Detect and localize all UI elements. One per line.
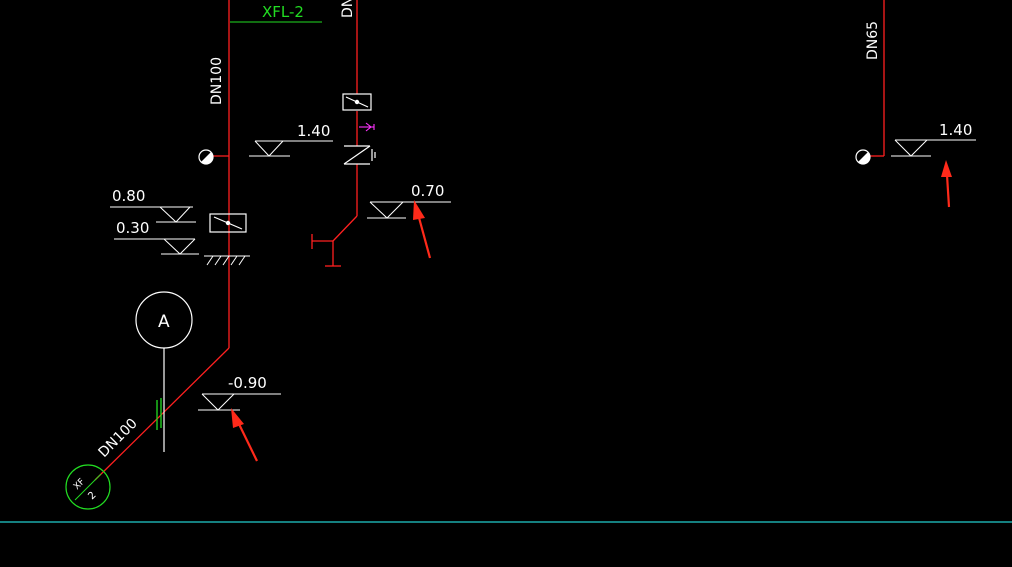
reference-circle-a-label: A	[158, 312, 170, 332]
elevation-marker-left-valve-b	[114, 238, 199, 255]
check-valve-icon[interactable]	[343, 145, 376, 165]
elevation-marker-center	[367, 201, 451, 219]
gate-valve-icon[interactable]	[209, 213, 247, 233]
left-riser-pipe[interactable]	[94, 0, 230, 481]
elevation-left-valve-b: 0.30	[116, 219, 149, 237]
globe-valve-icon[interactable]	[342, 93, 372, 111]
dn-left-label: DN100	[209, 57, 225, 105]
callout-arrow-center	[413, 200, 432, 259]
callout-arrow-right	[941, 160, 952, 208]
callout-arrow-bottom	[231, 408, 258, 462]
dn-right-label: DN65	[865, 21, 881, 60]
center-riser-pipe[interactable]	[311, 0, 358, 267]
elevation-marker-right	[891, 139, 976, 157]
elevation-left-valve-a: 0.80	[112, 187, 145, 205]
riser-number-circle	[65, 464, 111, 510]
dn-partial-label: DN	[340, 0, 356, 18]
reference-circle-a	[135, 291, 193, 452]
elevation-marker-left-valve-a	[110, 206, 196, 223]
elevation-bottom: -0.90	[228, 374, 267, 392]
right-riser-pipe[interactable]	[870, 0, 885, 157]
elevation-left-upper: 1.40	[297, 122, 330, 140]
elevation-right: 1.40	[939, 121, 972, 139]
riser-tag-label: XFL-2	[262, 3, 304, 21]
elevation-marker-bottom	[198, 393, 281, 411]
elevation-marker-left-upper	[249, 140, 333, 157]
flow-arrow-icon	[359, 122, 375, 132]
pipe-break-marks	[156, 398, 162, 430]
drain-cap-icon-right	[855, 149, 871, 165]
ground-hatch-icon	[204, 255, 250, 266]
elevation-center: 0.70	[411, 182, 444, 200]
drain-cap-icon	[198, 149, 214, 165]
